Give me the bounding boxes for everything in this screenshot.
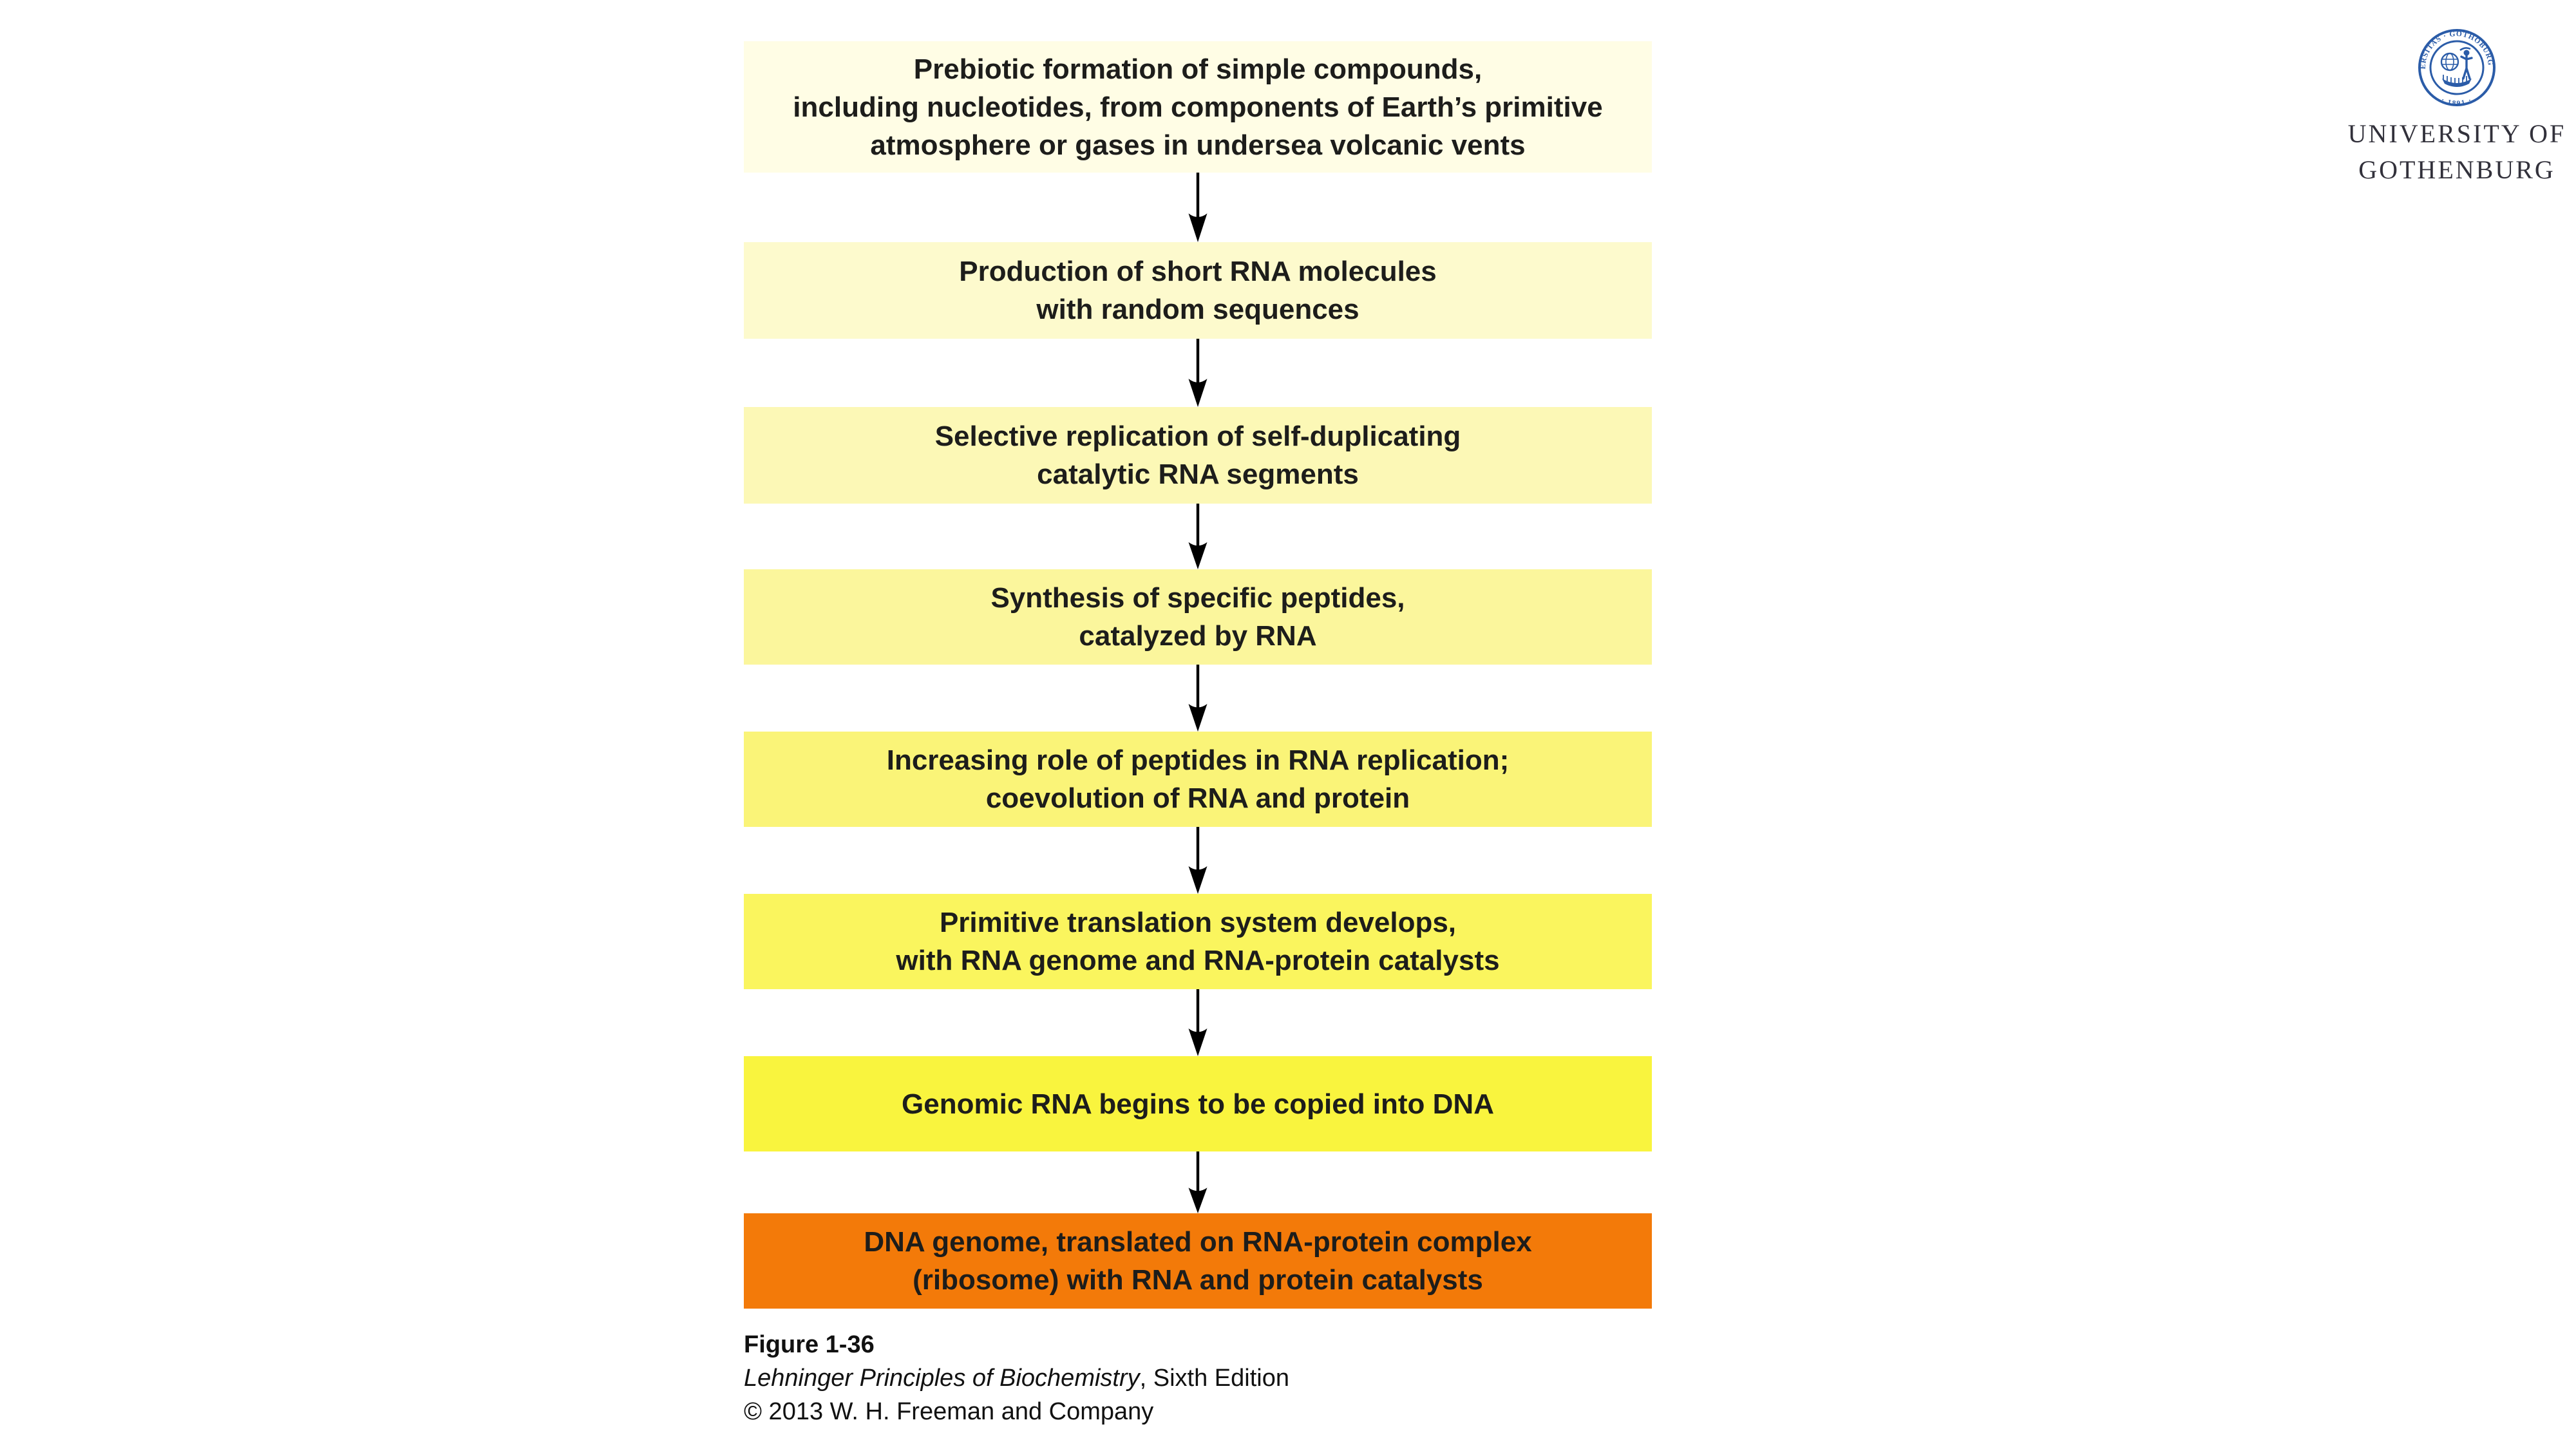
book-edition: , Sixth Edition: [1139, 1365, 1289, 1392]
flow-step-3: Selective replication of self-duplicatin…: [744, 407, 1652, 504]
flow-step-8: DNA genome, translated on RNA-protein co…: [744, 1213, 1652, 1309]
svg-text:· 1891 ·: · 1891 ·: [2440, 96, 2474, 107]
flow-step-5: Increasing role of peptides in RNA repli…: [744, 732, 1652, 827]
seal-text-bottom: · 1891 ·: [2440, 96, 2473, 107]
university-name: UNIVERSITY OF GOTHENBURG: [2347, 119, 2566, 184]
flow-step-4: Synthesis of specific peptides, catalyze…: [744, 569, 1652, 665]
down-arrow-icon: [1188, 827, 1208, 894]
flow-step-1: Prebiotic formation of simple compounds,…: [744, 41, 1652, 173]
down-arrow-icon: [1188, 665, 1208, 732]
university-seal-icon: UNIVERSITAS · GOTHOBURGENSIS · 1891 ·: [2418, 28, 2496, 107]
down-arrow-icon: [1188, 504, 1208, 569]
flow-step-2: Production of short RNA molecules with r…: [744, 242, 1652, 339]
down-arrow-icon: [1188, 989, 1208, 1056]
figure-caption: Figure 1-36 Lehninger Principles of Bioc…: [744, 1328, 1289, 1428]
down-arrow-icon: [1188, 173, 1208, 242]
book-title: Lehninger Principles of Biochemistry: [744, 1365, 1140, 1392]
down-arrow-icon: [1188, 1151, 1208, 1213]
book-reference: Lehninger Principles of Biochemistry, Si…: [744, 1361, 1289, 1395]
down-arrow-icon: [1188, 339, 1208, 407]
flow-step-7: Genomic RNA begins to be copied into DNA: [744, 1056, 1652, 1151]
figure-label: Figure 1-36: [744, 1331, 875, 1358]
flow-step-6: Primitive translation system develops, w…: [744, 894, 1652, 989]
copyright-line: © 2013 W. H. Freeman and Company: [744, 1398, 1154, 1425]
